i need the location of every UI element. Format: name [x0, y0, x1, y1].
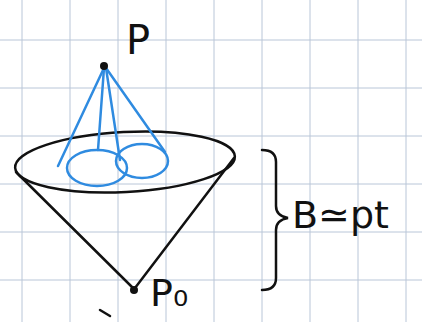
point-dot — [100, 62, 108, 70]
point-label: P₀ — [150, 274, 188, 312]
curly-bracket — [262, 150, 288, 290]
blue-circles — [58, 68, 168, 186]
cone-outline — [14, 126, 237, 316]
point-dot — [130, 286, 138, 294]
point-label: P — [126, 20, 150, 60]
space-label: B≃pt — [292, 196, 389, 234]
